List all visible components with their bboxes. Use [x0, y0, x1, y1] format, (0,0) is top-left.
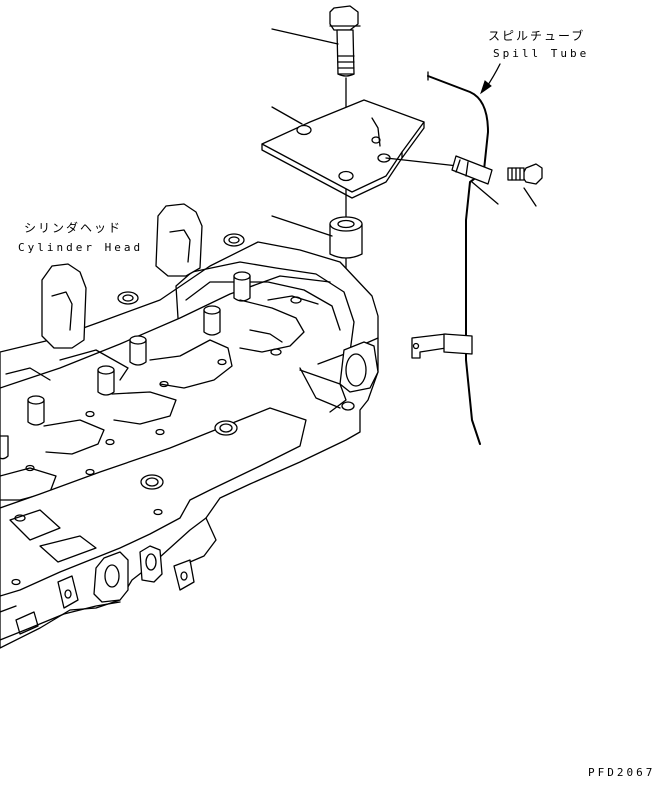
- small-bolt-leader-line: [523, 187, 537, 207]
- plate-leader-line: [271, 106, 303, 125]
- spacer-collar: [329, 216, 363, 259]
- bolt-leader-line: [271, 28, 339, 45]
- spill-tube: [385, 71, 493, 445]
- drawing-code: PFD2067: [588, 766, 654, 779]
- cylinder-head-label-en: Cylinder Head: [18, 241, 143, 254]
- cylinder-head-label-jp: シリンダヘッド: [24, 220, 122, 235]
- bolt: [329, 5, 361, 77]
- spill-tube-arrow: [480, 63, 501, 95]
- collar-leader-line: [271, 215, 333, 237]
- spill-tube-label-jp: スピルチューブ: [488, 28, 585, 43]
- plate: [261, 99, 425, 199]
- spill-tube-label-en: Spill Tube: [493, 47, 589, 60]
- cylinder-head: [0, 203, 379, 649]
- small-bolt: [507, 163, 543, 185]
- clip-leader-line: [471, 181, 499, 205]
